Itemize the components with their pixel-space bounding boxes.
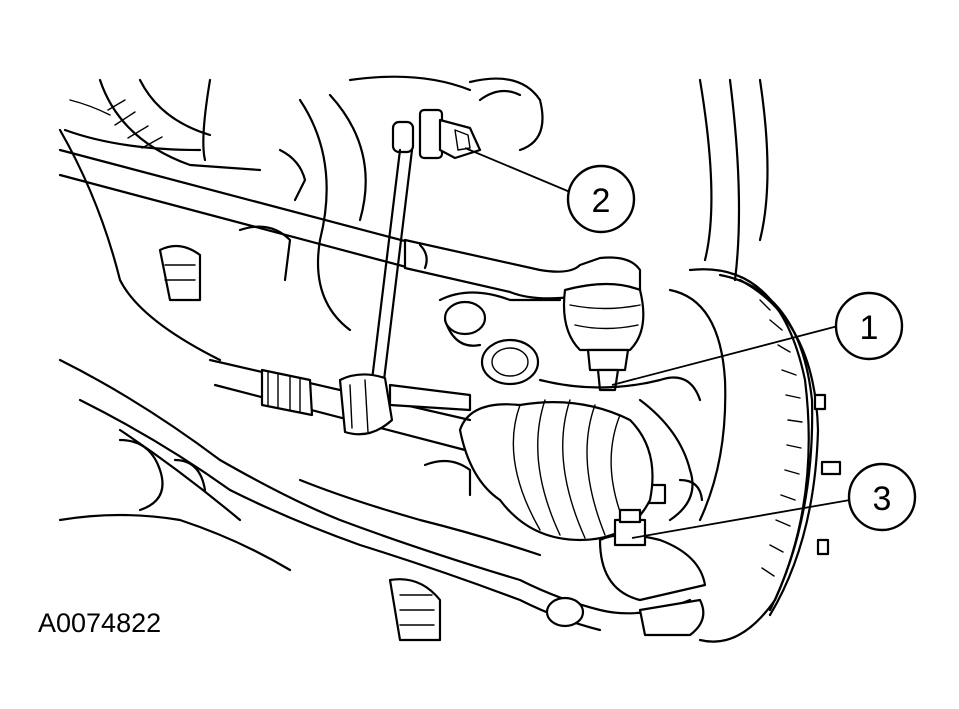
- figure-id-label: A0074822: [38, 608, 161, 638]
- stabilizer-link: [370, 108, 482, 382]
- callout-1-number: 1: [860, 309, 879, 347]
- subframe-hardware: [118, 148, 472, 642]
- callout-3-leader: [631, 499, 851, 539]
- link-lower-bushing: [338, 373, 472, 436]
- cv-boot: [458, 399, 654, 542]
- callout-2: 2: [566, 164, 636, 234]
- strut-spring-outline: [63, 78, 262, 172]
- lower-control-arm: [58, 128, 705, 637]
- callout-1-leader: [611, 325, 839, 386]
- tie-rod-end: [562, 282, 645, 392]
- lower-ball-joint: [598, 508, 707, 602]
- callout-1: 1: [834, 291, 904, 361]
- callout-2-number: 2: [592, 182, 611, 220]
- callout-3: 3: [847, 462, 917, 532]
- callout-3-number: 3: [873, 480, 892, 518]
- wheel-well-outline: [298, 75, 769, 332]
- stabilizer-bar: [58, 148, 642, 302]
- brake-rotor: [668, 268, 842, 643]
- callout-2-leader: [464, 147, 571, 193]
